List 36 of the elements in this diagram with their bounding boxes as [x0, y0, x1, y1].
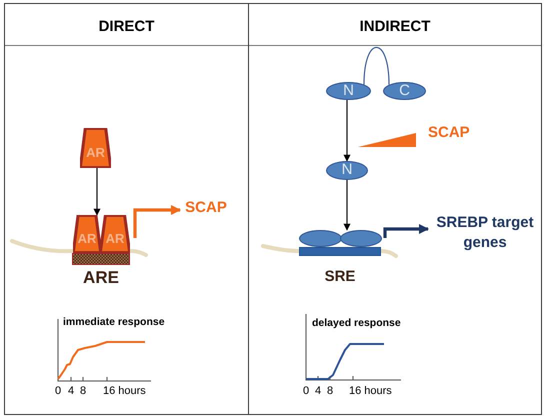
panel-heading: INDIRECT [358, 18, 432, 35]
protein-oval [299, 230, 342, 247]
transcription-arrow [133, 205, 181, 238]
element-label: ARE [82, 268, 120, 288]
protein-label: AR [78, 230, 96, 246]
element-label: SRE [324, 268, 356, 285]
transcription-arrow [383, 224, 429, 238]
axis-tick-label: 0 [302, 385, 310, 397]
axis-tick-label: 4 [66, 385, 76, 397]
panel [248, 3, 542, 415]
protein-domain-oval: N [326, 82, 371, 100]
receptor-trapezoid [80, 128, 111, 168]
protein-oval [340, 230, 382, 247]
receptor-trapezoid [73, 215, 101, 253]
panel-heading: DIRECT [98, 18, 156, 35]
chart-title: immediate response [63, 316, 165, 328]
axis-tick-label: 4 [314, 385, 322, 397]
panel [4, 3, 249, 415]
chart-title: delayed response [312, 317, 401, 329]
axis-tick-label: 8 [78, 385, 88, 397]
protein-label: AR [106, 230, 124, 246]
linker-line [363, 46, 390, 85]
axis-tick-label: 8 [326, 385, 334, 397]
protein-domain-oval: C [383, 82, 426, 100]
arrow [344, 180, 350, 231]
axis-tick-label: 0 [54, 385, 62, 397]
axis-tick-label: 16 hours [103, 385, 146, 397]
receptor-trapezoid [100, 215, 130, 253]
arrow [94, 168, 100, 216]
gene-label: SREBP target genes [428, 213, 542, 259]
protein-domain-oval: N [326, 161, 368, 180]
pathway-label: SCAP [428, 124, 470, 141]
axis-tick-label: 16 hours [349, 385, 392, 397]
arrow [344, 100, 350, 162]
gene-label: SCAP [180, 198, 232, 222]
protein-label: AR [86, 144, 105, 160]
